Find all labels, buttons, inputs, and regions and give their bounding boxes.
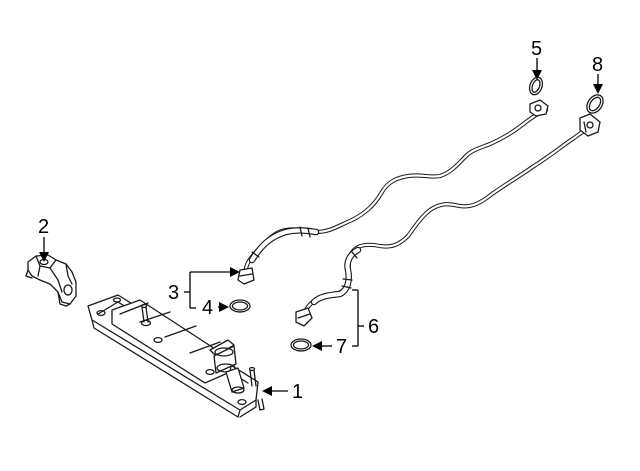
callout-3-leader [184,267,240,309]
callout-1: 1 [292,381,303,403]
callout-8-leader [593,74,603,94]
callout-2-leader [39,237,49,262]
oil-cooler[interactable] [87,294,265,418]
cooler-line-upper[interactable] [237,99,549,285]
callout-4-leader [218,302,229,312]
callout-5: 5 [531,38,542,60]
o-ring-5[interactable] [527,75,544,96]
o-ring-7[interactable] [290,338,312,352]
o-ring-8[interactable] [584,92,607,116]
callout-3: 3 [168,282,179,304]
callout-7: 7 [336,336,347,358]
callout-2: 2 [38,216,49,238]
callout-6: 6 [368,316,379,338]
callout-4: 4 [202,297,213,319]
callout-6-leader [352,289,364,347]
cooler-bracket[interactable] [25,254,77,307]
callout-7-leader [312,341,332,351]
callout-5-leader [532,58,542,80]
cooler-line-lower[interactable] [295,113,601,327]
callout-8: 8 [592,54,603,76]
callout-1-leader [262,386,288,396]
o-ring-4[interactable] [229,299,251,313]
